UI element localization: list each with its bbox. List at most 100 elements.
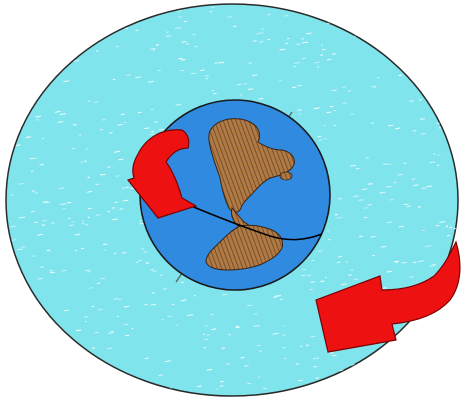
sparkle-mark [327, 59, 332, 60]
sparkle-mark [38, 278, 42, 279]
sparkle-mark [399, 75, 403, 76]
sparkle-mark [414, 185, 419, 186]
sparkle-mark [12, 240, 17, 241]
sparkle-mark [94, 102, 98, 103]
sparkle-mark [141, 249, 144, 250]
sparkle-mark [96, 215, 100, 216]
sparkle-mark [356, 168, 360, 169]
sparkle-mark [436, 123, 440, 124]
sparkle-mark [343, 87, 346, 88]
sparkle-mark [421, 133, 426, 134]
sparkle-mark [73, 125, 77, 126]
sparkle-mark [89, 288, 93, 289]
sparkle-mark [322, 49, 326, 50]
sparkle-mark [407, 206, 411, 207]
sparkle-mark [172, 304, 175, 305]
sparkle-mark [390, 200, 394, 201]
sparkle-mark [67, 202, 71, 203]
sparkle-mark [182, 42, 187, 43]
sparkle-mark [40, 164, 45, 165]
sparkle-mark [419, 100, 422, 101]
sparkle-mark [193, 34, 196, 35]
island-shape [280, 172, 292, 180]
sparkle-mark [318, 140, 322, 141]
sparkle-mark [327, 112, 332, 113]
sparkle-mark [205, 76, 209, 77]
sparkle-mark [42, 220, 47, 221]
sparkle-mark [180, 70, 184, 71]
sparkle-mark [236, 327, 240, 328]
sparkle-mark [351, 114, 355, 115]
sparkle-mark [95, 332, 99, 333]
sparkle-mark [256, 34, 259, 35]
sparkle-mark [368, 184, 373, 185]
sparkle-mark [159, 375, 163, 376]
sparkle-mark [103, 244, 107, 245]
sparkle-mark [42, 225, 45, 226]
sparkle-mark [109, 133, 112, 134]
sparkle-mark [16, 145, 21, 146]
sparkle-mark [100, 278, 105, 279]
sparkle-mark [145, 358, 149, 359]
sparkle-mark [160, 275, 163, 276]
sparkle-mark [257, 345, 262, 346]
sparkle-mark [144, 252, 148, 253]
sparkle-mark [210, 314, 213, 315]
sparkle-mark [153, 271, 158, 272]
sparkle-mark [297, 85, 302, 86]
sparkle-mark [315, 358, 319, 359]
sparkle-mark [200, 70, 204, 71]
sparkle-mark [338, 257, 342, 258]
sparkle-mark [144, 304, 148, 305]
sparkle-mark [371, 86, 376, 87]
sparkle-mark [432, 264, 437, 265]
sparkle-mark [300, 346, 303, 347]
sparkle-mark [92, 348, 96, 349]
sparkle-mark [248, 89, 253, 90]
sparkle-mark [241, 358, 245, 359]
sparkle-mark [371, 236, 376, 237]
sparkle-mark [377, 78, 380, 79]
sparkle-mark [398, 174, 403, 175]
sparkle-mark [205, 79, 208, 80]
sparkle-mark [220, 386, 224, 387]
sparkle-mark [163, 289, 167, 290]
sparkle-mark [395, 262, 398, 263]
sparkle-mark [233, 26, 237, 27]
sparkle-mark [402, 262, 407, 263]
sparkle-mark [168, 316, 173, 317]
sparkle-mark [154, 122, 158, 123]
sparkle-mark [332, 90, 337, 91]
sparkle-mark [21, 247, 26, 248]
sparkle-mark [30, 158, 33, 159]
sparkle-mark [311, 336, 316, 337]
sparkle-mark [297, 110, 302, 111]
sparkle-mark [395, 128, 400, 129]
sparkle-mark [84, 317, 88, 318]
sparkle-mark [247, 305, 252, 306]
sparkle-mark [119, 209, 123, 210]
sparkle-mark [213, 93, 217, 94]
sparkle-mark [318, 136, 322, 137]
sparkle-mark [332, 54, 337, 55]
sparkle-mark [125, 28, 128, 29]
sparkle-mark [363, 217, 367, 218]
sparkle-mark [114, 299, 118, 300]
sparkle-mark [330, 106, 334, 107]
sparkle-mark [403, 163, 406, 164]
sparkle-mark [348, 275, 351, 276]
sparkle-mark [116, 176, 119, 177]
sparkle-mark [302, 269, 306, 270]
sparkle-mark [184, 21, 187, 22]
sparkle-mark [413, 262, 417, 263]
sparkle-mark [399, 226, 404, 227]
sparkle-mark [138, 112, 141, 113]
sparkle-mark [118, 124, 123, 125]
sparkle-mark [35, 193, 38, 194]
sparkle-mark [292, 87, 296, 88]
sparkle-mark [207, 335, 210, 336]
sparkle-mark [138, 260, 142, 261]
sparkle-mark [348, 91, 351, 92]
